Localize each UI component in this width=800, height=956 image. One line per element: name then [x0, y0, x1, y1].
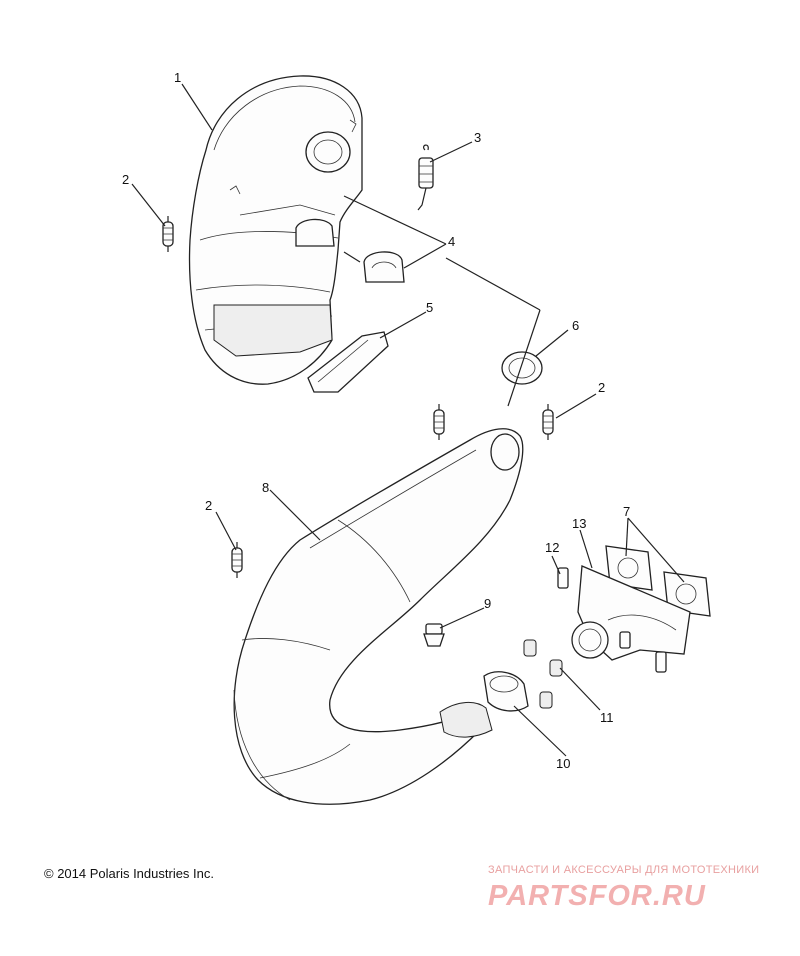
- callout-4: 4: [448, 234, 455, 249]
- watermark-logo: PARTSFOR.RU: [488, 880, 706, 912]
- callout-2c: 2: [205, 498, 212, 513]
- heat-shield: [307, 331, 389, 393]
- callout-12: 12: [545, 540, 559, 555]
- leader-lines: [131, 83, 685, 757]
- exhaust-manifold: [571, 565, 691, 661]
- flange-gaskets: [605, 545, 711, 617]
- watermark-tagline: ЗАПЧАСТИ И АКСЕССУАРЫ ДЛЯ МОТОТЕХНИКИ: [488, 864, 760, 876]
- callout-2a: 2: [122, 172, 129, 187]
- callout-13: 13: [572, 516, 586, 531]
- manifold-springs: [523, 639, 563, 709]
- spring-top-left: [162, 216, 174, 252]
- mount-grommet: [363, 251, 405, 283]
- callout-1: 1: [174, 70, 181, 85]
- drain-plug: [423, 623, 445, 647]
- callout-8: 8: [262, 480, 269, 495]
- muffler-housing: [188, 75, 363, 385]
- callout-11: 11: [600, 710, 614, 725]
- spring-middle-left: [433, 404, 445, 440]
- callout-6: 6: [572, 318, 579, 333]
- callout-10: 10: [556, 756, 570, 771]
- expansion-chamber-pipe: [233, 428, 524, 805]
- callout-7: 7: [623, 504, 630, 519]
- manifold-bolts: [557, 567, 667, 673]
- sealing-ring: [501, 351, 543, 385]
- copyright-notice: © 2014 Polaris Industries Inc.: [44, 866, 214, 881]
- spring-middle-right: [542, 404, 554, 440]
- callout-5: 5: [426, 300, 433, 315]
- spring-lower-left: [231, 542, 243, 578]
- callout-2b: 2: [598, 380, 605, 395]
- coupler-sleeve: [483, 671, 529, 712]
- callout-3: 3: [474, 130, 481, 145]
- callout-labels: 1 2 3 4 5 6 2 8 2 7 13 12 9 11 10: [122, 70, 630, 771]
- callout-9: 9: [484, 596, 491, 611]
- hanger-spring: [417, 144, 434, 211]
